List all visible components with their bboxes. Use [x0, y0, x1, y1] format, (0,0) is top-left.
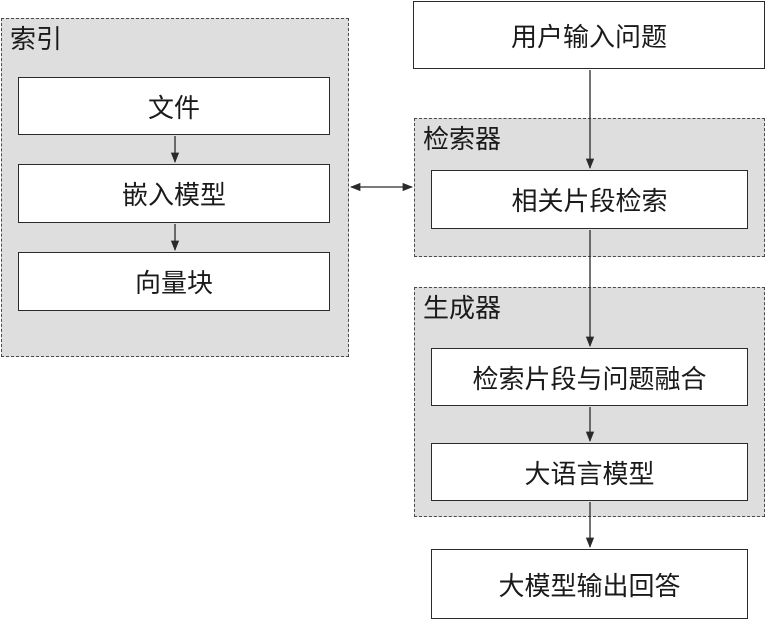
llm-label: 大语言模型 — [524, 459, 655, 490]
document-box: 文件 — [18, 77, 330, 135]
index-group-label: 索引 — [10, 25, 63, 55]
relevant-retrieval-label: 相关片段检索 — [511, 187, 668, 217]
output-label: 大模型输出回答 — [498, 571, 681, 602]
vector-chunks-label: 向量块 — [134, 269, 213, 299]
embedding-model-label: 嵌入模型 — [121, 181, 226, 211]
retriever-group-label: 检索器 — [423, 125, 502, 155]
llm-box: 大语言模型 — [431, 443, 748, 501]
document-label: 文件 — [147, 93, 200, 124]
vector-chunks-box: 向量块 — [18, 252, 330, 311]
fusion-box: 检索片段与问题融合 — [431, 348, 748, 406]
fusion-label: 检索片段与问题融合 — [472, 364, 707, 395]
user-question-label: 用户输入问题 — [510, 22, 667, 53]
user-question-box: 用户输入问题 — [413, 1, 765, 69]
relevant-retrieval-box: 相关片段检索 — [431, 170, 748, 229]
generator-group-label: 生成器 — [423, 294, 502, 324]
embedding-model-box: 嵌入模型 — [18, 164, 330, 223]
output-box: 大模型输出回答 — [431, 549, 748, 619]
